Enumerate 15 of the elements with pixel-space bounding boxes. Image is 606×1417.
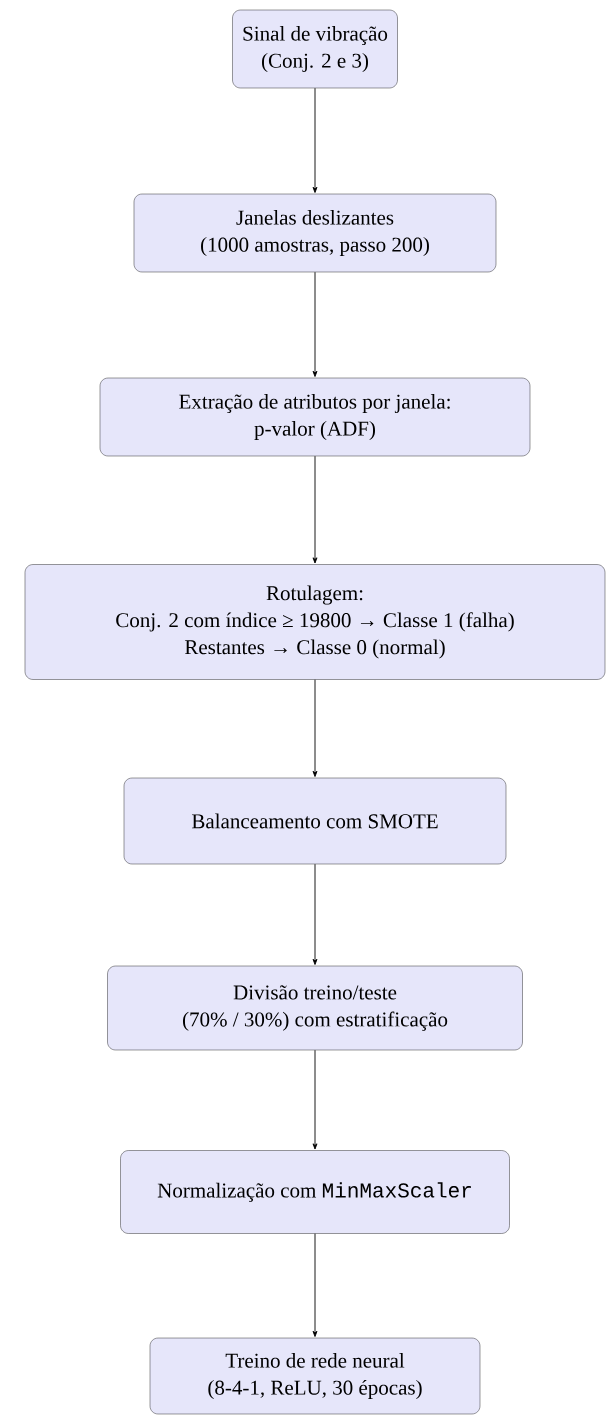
- arrow: [312, 455, 318, 564]
- process-box: Balanceamento com SMOTE: [123, 777, 507, 865]
- arrow: [312, 87, 318, 193]
- process-box: Extração de atributos por janela: p-valor (ADF): [99, 377, 531, 457]
- process-box: Janelas deslizantes (1000 amostras, passo 200): [133, 193, 497, 273]
- arrow: [312, 679, 318, 777]
- process-box: Normalização com MinMaxScaler: [120, 1150, 510, 1234]
- arrow: [312, 1049, 318, 1150]
- process-box: Treino de rede neural (8-4-1, ReLU, 30 épocas): [149, 1337, 481, 1415]
- arrow: [312, 271, 318, 377]
- arrow: [312, 863, 318, 965]
- process-box: Rotulagem: Conj. 2 com índice ≥ 19800 → Classe 1 (falha) Restantes → Classe 0 (normal): [24, 564, 606, 680]
- process-box: Sinal de vibração (Conj. 2 e 3): [232, 9, 398, 89]
- arrow: [312, 1233, 318, 1337]
- process-box: Divisão treino/teste (70% / 30%) com estratificação: [107, 965, 523, 1051]
